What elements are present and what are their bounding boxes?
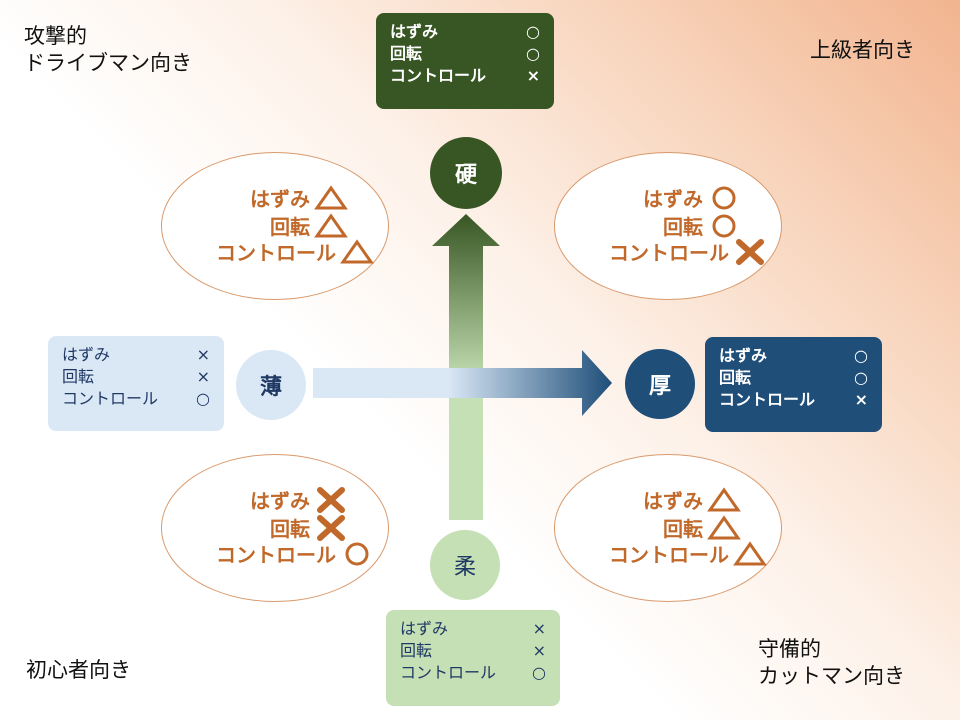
triangle-icon <box>707 486 741 511</box>
quadrant-row: 回転 <box>270 513 348 542</box>
property-mark: × <box>196 367 210 386</box>
property-mark: ○ <box>854 368 868 387</box>
property-mark: ○ <box>526 44 540 63</box>
property-label: 回転 <box>62 367 95 386</box>
hard-circle: 硬 <box>430 137 502 209</box>
quadrant-row: 回転 <box>270 211 348 240</box>
quadrant-row: コントロール <box>609 237 767 266</box>
circle-icon <box>345 542 369 565</box>
property-mark: × <box>526 66 540 85</box>
hardness-arrow <box>432 214 500 520</box>
property-label: はずみ <box>643 489 703 513</box>
quadrant-row: 回転 <box>663 513 741 542</box>
property-label: 回転 <box>400 641 433 660</box>
property-label: コントロール <box>609 543 729 567</box>
property-mark: × <box>196 345 210 364</box>
property-label: コントロール <box>62 389 159 408</box>
quadrant-row: はずみ <box>250 183 348 212</box>
triangle-icon <box>707 514 741 539</box>
property-label: コントロール <box>609 241 729 265</box>
triangle-icon <box>314 184 348 209</box>
corner-label-offensive: 攻撃的 ドライブマン向き <box>24 24 192 75</box>
circle-icon <box>712 214 736 237</box>
quadrant-top-left: はずみ回転コントロール <box>161 152 389 300</box>
corner-label-beginner: 初心者向き <box>26 658 131 682</box>
quadrant-row: コントロール <box>609 539 767 568</box>
property-mark: ○ <box>196 389 210 408</box>
property-label: 回転 <box>719 368 752 387</box>
triangle-icon <box>733 540 767 565</box>
circle-icon <box>712 186 736 209</box>
soft-circle: 柔 <box>430 530 500 600</box>
property-mark: ○ <box>526 22 540 41</box>
property-label: 回転 <box>270 517 310 541</box>
property-mark: ○ <box>532 663 546 682</box>
property-label: 回転 <box>270 215 310 239</box>
property-label: はずみ <box>400 619 449 638</box>
property-label: コントロール <box>390 66 487 85</box>
cross-icon <box>736 238 764 265</box>
property-mark: × <box>532 619 546 638</box>
property-label: コントロール <box>216 543 336 567</box>
triangle-icon <box>314 212 348 237</box>
quadrant-row: コントロール <box>216 539 374 568</box>
quadrant-row: はずみ <box>250 485 348 514</box>
corner-label-defensive: 守備的 カットマン向き <box>758 637 905 688</box>
thin-circle: 薄 <box>236 350 306 420</box>
quadrant-bottom-right: はずみ回転コントロール <box>554 454 782 602</box>
thickness-arrow <box>313 350 612 416</box>
property-label: はずみ <box>250 489 310 513</box>
quadrant-row: はずみ <box>643 485 741 514</box>
property-label: はずみ <box>250 187 310 211</box>
property-mark: × <box>854 390 868 409</box>
property-label: はずみ <box>62 345 111 364</box>
property-label: はずみ <box>719 346 768 365</box>
property-label: はずみ <box>643 187 703 211</box>
soft-properties-box: はずみ × 回転 × コントロール ○ <box>386 610 560 706</box>
quadrant-row: はずみ <box>643 183 741 212</box>
property-label: 回転 <box>390 44 423 63</box>
cross-icon <box>317 486 345 513</box>
quadrant-top-right: はずみ回転コントロール <box>554 152 782 300</box>
property-label: 回転 <box>663 215 703 239</box>
hard-properties-box: はずみ ○ 回転 ○ コントロール × <box>376 13 554 109</box>
quadrant-row: 回転 <box>663 211 741 240</box>
property-mark: ○ <box>854 346 868 365</box>
property-label: 回転 <box>663 517 703 541</box>
thin-properties-box: はずみ × 回転 × コントロール ○ <box>48 336 224 431</box>
triangle-icon <box>340 238 374 263</box>
cross-icon <box>317 514 345 541</box>
quadrant-bottom-left: はずみ回転コントロール <box>161 454 389 602</box>
quadrant-row: コントロール <box>216 237 374 266</box>
thick-circle: 厚 <box>625 349 695 419</box>
property-label: コントロール <box>400 663 497 682</box>
corner-label-advanced: 上級者向き <box>810 38 915 62</box>
property-label: コントロール <box>719 390 816 409</box>
property-mark: × <box>532 641 546 660</box>
property-label: はずみ <box>390 22 439 41</box>
thick-properties-box: はずみ ○ 回転 ○ コントロール × <box>705 337 882 432</box>
property-label: コントロール <box>216 241 336 265</box>
